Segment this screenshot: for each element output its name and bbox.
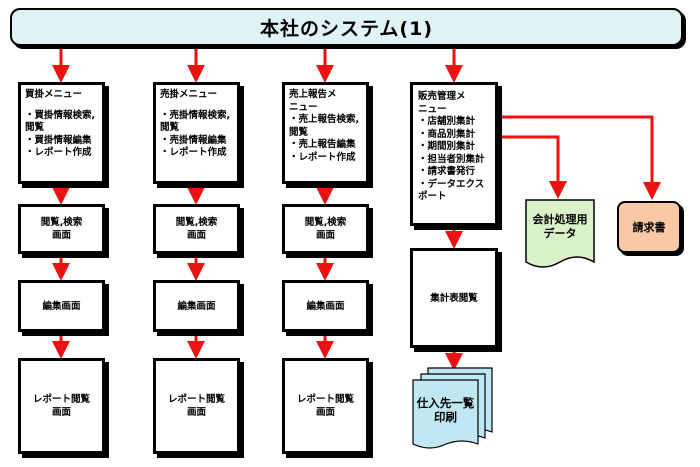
menu-item: ・売上報告編集	[289, 139, 356, 150]
screen-label: 画面	[315, 230, 335, 241]
menu-item: ・買掛情報編集	[25, 134, 92, 146]
arrow-sales-to-invoice	[500, 115, 661, 200]
report-screen-box[interactable]: レポート閲覧 画面	[282, 358, 369, 454]
doc-label-line: 印刷	[434, 410, 457, 424]
menu-box-accounts-receivable[interactable]: 売掛メニュー ・売掛情報検索, 閲覧 ・売掛情報編集 ・レポート作成	[153, 82, 240, 184]
screen-label: 編集画面	[306, 300, 345, 312]
search-screen-box[interactable]: 閲覧,検索 画面	[153, 204, 240, 254]
menu-item: ・売掛情報編集	[160, 134, 227, 146]
menu-item: ・売上報告検索,	[289, 114, 360, 125]
accounting-data-document	[525, 199, 595, 268]
menu-item: ・期間別集計	[418, 141, 476, 152]
menu-item: ・買掛情報検索,	[25, 109, 96, 121]
screen-label: 画面	[315, 407, 335, 418]
doc-label-line: 仕入先一覧	[416, 396, 475, 410]
report-screen-box[interactable]: レポート閲覧 画面	[18, 358, 105, 454]
edit-screen-box[interactable]: 編集画面	[18, 280, 105, 332]
screen-label: 画面	[51, 407, 71, 418]
screen-label: レポート閲覧	[167, 394, 225, 405]
search-screen-box[interactable]: 閲覧,検索 画面	[18, 204, 105, 254]
edit-screen-box[interactable]: 編集画面	[282, 280, 369, 332]
doc-label-line: データ	[543, 227, 577, 240]
accounting-data-label: 会計処理用 データ	[526, 213, 594, 241]
report-screen-box[interactable]: レポート閲覧 画面	[153, 358, 240, 454]
menu-item: ・商品別集計	[418, 128, 476, 140]
page-title: 本社のシステム(1)	[259, 17, 434, 40]
menu-title: 販売管理メ	[418, 91, 466, 102]
menu-item: ・レポート作成	[25, 147, 92, 158]
screen-label: 閲覧,検索	[175, 217, 218, 228]
menu-title: 買掛メニュー	[25, 89, 83, 100]
menu-item: ・レポート作成	[160, 147, 227, 158]
summary-view-box[interactable]: 集計表閲覧	[410, 248, 498, 348]
supplier-list-label: 仕入先一覧 印刷	[413, 396, 478, 424]
menu-item: ポート	[418, 191, 447, 202]
system-title-bar: 本社のシステム(1)	[10, 8, 683, 46]
invoice-label: 請求書	[632, 221, 666, 234]
menu-item: ・データエクス	[418, 178, 485, 190]
screen-label: 画面	[186, 407, 206, 418]
screen-label: 編集画面	[42, 300, 81, 312]
sales-management-menu-box[interactable]: 販売管理メ ニュー ・店舗別集計 ・商品別集計 ・期間別集計 ・担当者別集計 ・…	[410, 82, 498, 226]
screen-label: 集計表閲覧	[430, 292, 478, 304]
screen-label: 編集画面	[177, 300, 216, 312]
menu-title: 売掛メニュー	[160, 89, 218, 100]
menu-item: 閲覧	[289, 126, 309, 138]
search-screen-box[interactable]: 閲覧,検索 画面	[282, 204, 369, 254]
screen-label: レポート閲覧	[296, 394, 354, 405]
invoice-box[interactable]: 請求書	[617, 201, 681, 253]
menu-item: ・店舗別集計	[418, 116, 476, 127]
supplier-list-documents	[412, 367, 493, 449]
menu-box-sales-report[interactable]: 売上報告メ ニュー ・売上報告検索, 閲覧 ・売上報告編集 ・レポート作成	[282, 82, 369, 184]
menu-title-continued: ニュー	[418, 103, 447, 115]
menu-title-continued: ニュー	[289, 101, 318, 113]
arrow-sales-to-accounting	[500, 135, 567, 199]
menu-item: ・売掛情報検索,	[160, 109, 231, 121]
menu-item: ・担当者別集計	[418, 153, 485, 165]
doc-label-line: 会計処理用	[532, 213, 588, 226]
menu-item: 閲覧	[160, 122, 180, 133]
menu-box-accounts-payable[interactable]: 買掛メニュー ・買掛情報検索, 閲覧 ・買掛情報編集 ・レポート作成	[18, 82, 105, 184]
screen-label: 画面	[186, 230, 206, 241]
screen-label: 閲覧,検索	[304, 217, 347, 228]
edit-screen-box[interactable]: 編集画面	[153, 280, 240, 332]
menu-item: 閲覧	[25, 122, 45, 133]
screen-label: 閲覧,検索	[40, 217, 83, 228]
screen-label: レポート閲覧	[32, 394, 90, 405]
menu-item: ・請求書発行	[418, 166, 476, 177]
screen-label: 画面	[51, 230, 71, 241]
menu-title: 売上報告メ	[289, 89, 337, 100]
menu-item: ・レポート作成	[289, 151, 356, 163]
